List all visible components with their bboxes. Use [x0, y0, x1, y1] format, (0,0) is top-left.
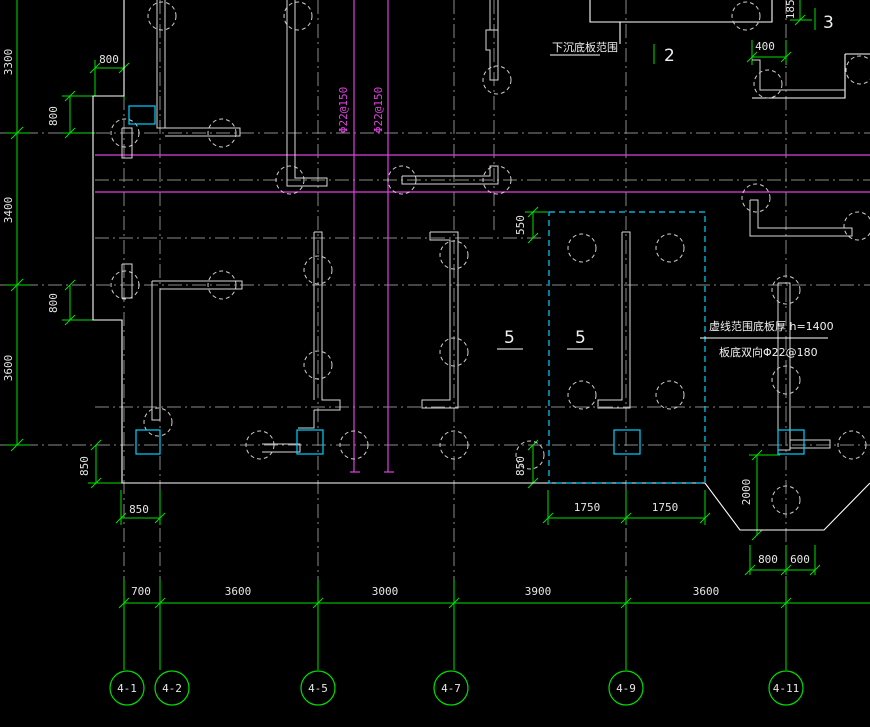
- section-mark-2: 2: [664, 46, 675, 66]
- svg-text:4-2: 4-2: [162, 682, 182, 695]
- dim-800-v2: 800: [47, 293, 60, 313]
- rebar-label-texts: Φ22@150 Φ22@150: [337, 87, 385, 133]
- dim-3400: 3400: [2, 197, 15, 224]
- dim-800-b: 800: [758, 553, 778, 566]
- rebar-lines: [95, 0, 870, 473]
- dim-1850-top: 1850: [784, 0, 797, 19]
- dim-3900: 3900: [525, 585, 552, 598]
- svg-text:4-9: 4-9: [616, 682, 636, 695]
- slab-outline: [92, 0, 870, 531]
- axis-bubbles: 4-1 4-2 4-5 4-7 4-9 4-11: [109, 670, 804, 706]
- rebar-label-1: Φ22@150: [337, 87, 350, 133]
- axis-bubble-4-2: 4-2: [154, 670, 190, 706]
- dim-1750-a: 1750: [574, 501, 601, 514]
- pit-outline: [548, 211, 706, 484]
- dimension-texts: 700 3600 3000 3900 3600 3300 3400 3600 8…: [2, 0, 810, 598]
- section-mark-5a: 5: [504, 328, 515, 348]
- section-mark-3: 3: [823, 13, 834, 33]
- dim-400: 400: [755, 40, 775, 53]
- dim-850-right: 850: [514, 456, 527, 476]
- dim-700: 700: [131, 585, 151, 598]
- dim-1750-b: 1750: [652, 501, 679, 514]
- annotations: 下沉底板范围 2 3 5 5 虚线范围底板厚 h=1400 板底双向Φ22@18…: [497, 13, 834, 359]
- axis-bubble-4-5: 4-5: [300, 670, 336, 706]
- dim-550: 550: [514, 215, 527, 235]
- axis-bubble-4-11: 4-11: [768, 670, 804, 706]
- sink-area-label: 下沉底板范围: [552, 40, 618, 54]
- dimension-lines: [5, 0, 870, 670]
- dim-800-top: 800: [99, 53, 119, 66]
- walls: [121, 0, 853, 453]
- svg-text:4-1: 4-1: [117, 682, 137, 695]
- columns: [128, 105, 805, 484]
- rebar-label-2: Φ22@150: [372, 87, 385, 133]
- svg-text:4-11: 4-11: [773, 682, 800, 695]
- svg-text:4-5: 4-5: [308, 682, 328, 695]
- dim-3600-a: 3600: [225, 585, 252, 598]
- dim-3600-b: 3600: [693, 585, 720, 598]
- axis-bubble-4-9: 4-9: [608, 670, 644, 706]
- section-mark-5b: 5: [575, 328, 586, 348]
- axis-bubble-4-1: 4-1: [109, 670, 145, 706]
- dim-3000: 3000: [372, 585, 399, 598]
- pit-note-2: 板底双向Φ22@180: [719, 345, 818, 359]
- dim-850-h: 850: [129, 503, 149, 516]
- dim-800-v1: 800: [47, 106, 60, 126]
- dim-2000: 2000: [740, 479, 753, 506]
- pit-note-1: 虚线范围底板厚 h=1400: [709, 319, 834, 333]
- svg-text:4-7: 4-7: [441, 682, 461, 695]
- piles: [110, 1, 870, 515]
- dim-3300: 3300: [2, 49, 15, 76]
- dim-600-b: 600: [790, 553, 810, 566]
- axis-bubble-4-7: 4-7: [433, 670, 469, 706]
- dim-850-v: 850: [78, 456, 91, 476]
- dim-3600-left: 3600: [2, 355, 15, 382]
